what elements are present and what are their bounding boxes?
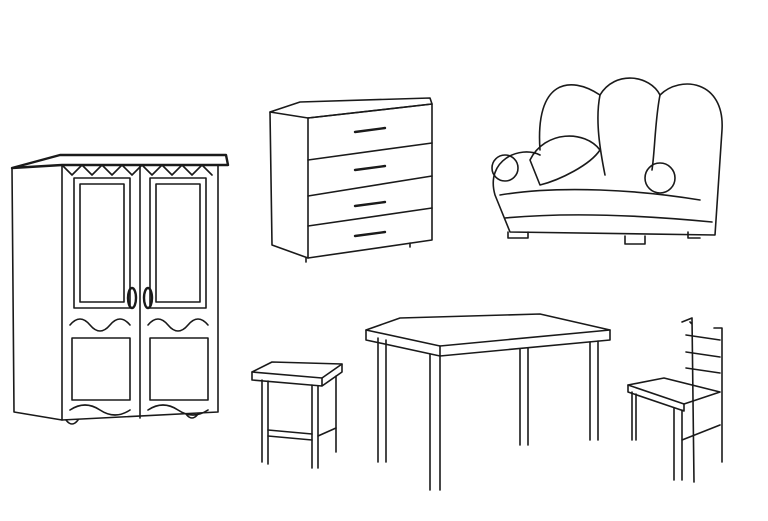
stool [251,361,343,469]
chest-of-drawers [269,97,433,263]
chair [627,317,723,483]
wardrobe [10,153,230,425]
table [365,313,611,491]
sofa [491,77,723,245]
